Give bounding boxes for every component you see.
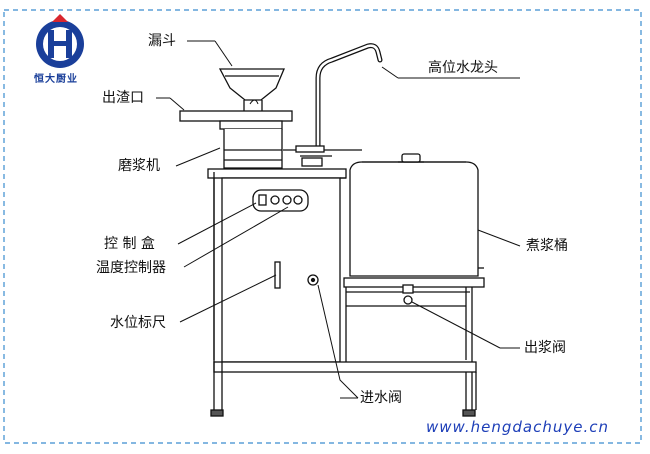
label-funnel: 漏斗 — [148, 33, 176, 49]
bucket-stand — [343, 277, 485, 412]
control-box-panel — [252, 189, 309, 212]
cabinet-top — [207, 168, 347, 179]
label-slurry-valve: 出浆阀 — [524, 340, 566, 356]
boiling-bucket — [349, 153, 484, 277]
faucet — [283, 43, 383, 167]
label-faucet: 高位水龙头 — [428, 60, 498, 76]
label-grinder: 磨浆机 — [118, 158, 160, 174]
label-water-level-gauge: 水位标尺 — [110, 315, 166, 331]
logo-icon — [36, 14, 84, 68]
funnel — [218, 68, 285, 113]
leader-lines — [156, 40, 521, 399]
inlet-valve-knob — [307, 274, 319, 286]
label-residue-outlet: 出渣口 — [102, 90, 144, 106]
website-url[interactable]: www.hengdachuye.cn — [426, 418, 609, 436]
dashed-frame — [3, 9, 642, 444]
label-inlet-valve: 进水阀 — [360, 390, 402, 406]
slurry-valve — [402, 284, 414, 305]
brand-name: 恒大厨业 — [34, 74, 78, 85]
label-temp-controller: 温度控制器 — [96, 260, 166, 276]
label-control-box: 控 制 盒 — [104, 236, 155, 252]
frame-legs — [210, 172, 477, 417]
grinder — [179, 110, 293, 169]
label-boiling-bucket: 煮浆桶 — [526, 238, 568, 254]
